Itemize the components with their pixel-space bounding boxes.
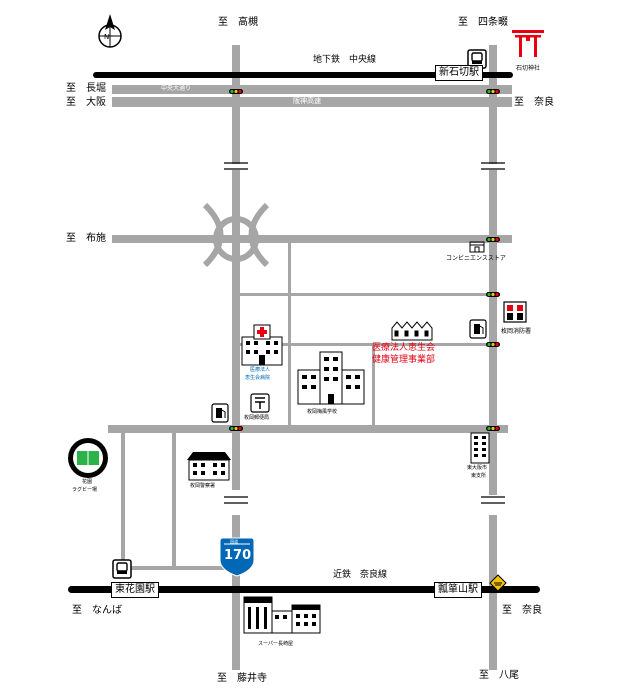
city-office-icon xyxy=(470,432,490,464)
label-supermarket: スーパー長崎屋 xyxy=(258,641,293,647)
label-city-office-line2: 東支所 xyxy=(471,473,487,479)
railway-kintetsu-nara xyxy=(68,586,540,593)
road-thin-1 xyxy=(240,293,500,296)
label-rugby-line1: 花園 xyxy=(82,479,93,485)
label-school: 枚岡梅風学校 xyxy=(307,409,338,415)
direction-fujiidera: 至 藤井寺 xyxy=(217,673,267,684)
station-higashi-hanazono: 東花園駅 xyxy=(111,582,159,598)
road-thin-2 xyxy=(240,343,490,346)
roads xyxy=(108,45,512,670)
road-chuo-odori xyxy=(112,85,512,94)
direction-fuse: 至 布施 xyxy=(66,233,106,244)
label-post-office: 枚岡郵便局 xyxy=(244,415,270,421)
hospital-icon xyxy=(241,324,283,366)
direction-shijonawate: 至 四条畷 xyxy=(458,17,508,28)
road-west-h xyxy=(121,566,234,570)
direction-osaka: 至 大阪 xyxy=(66,97,106,108)
direction-nagahori: 至 長堀 xyxy=(66,83,106,94)
bus-stop-icon-south xyxy=(112,559,132,579)
road-west-v2 xyxy=(172,429,176,569)
label-rugby-line2: ラグビー場 xyxy=(72,487,98,493)
road-west-v1 xyxy=(121,429,125,569)
railways xyxy=(68,72,540,593)
railway-chuo-line xyxy=(93,72,513,78)
railway-label-chuo: 地下鉄 中央線 xyxy=(313,55,377,65)
road-label-hanshin: 阪神高速 xyxy=(293,97,321,105)
supermarket-icon xyxy=(243,596,321,634)
road-break-marks xyxy=(224,162,505,504)
compass-label: N xyxy=(104,33,110,41)
direction-takatsuki: 至 高槻 xyxy=(218,17,258,28)
post-office-icon xyxy=(250,393,270,413)
railway-label-kintetsu: 近鉄 奈良線 xyxy=(333,570,388,580)
convenience-store-icon xyxy=(469,241,485,253)
direction-yao: 至 八尾 xyxy=(479,670,519,681)
direction-namba: 至 なんば xyxy=(72,605,122,616)
road-v-left-mid xyxy=(232,170,240,490)
bus-stop-icon xyxy=(467,49,487,69)
traffic-signals xyxy=(229,89,500,431)
torii-icon xyxy=(512,30,544,57)
road-thin-v1 xyxy=(288,243,291,428)
label-convenience-store: コンビニエンスストア xyxy=(446,255,506,262)
label-target-line1: 医療法人恵生会 xyxy=(372,343,436,353)
station-hyotan-yama: 瓢箪山駅 xyxy=(434,582,482,598)
target-building-icon xyxy=(391,321,433,341)
crossing-warning-icon xyxy=(489,574,507,592)
rugby-stadium-icon xyxy=(68,438,108,478)
gas-station-icon xyxy=(469,319,487,339)
label-ishikiri-shrine: 石切神社 xyxy=(516,65,541,72)
route-sign-kanji: 国道 xyxy=(230,539,238,544)
label-hospital-line2: 恵生会病院 xyxy=(245,375,271,381)
route-170-sign-icon xyxy=(219,537,255,577)
label-target-line2: 健康管理事業部 xyxy=(372,355,436,365)
label-hospital-line1: 医療法人 xyxy=(250,367,271,373)
road-v-right-mid xyxy=(489,170,497,495)
label-fire-station: 枚岡消防署 xyxy=(501,328,532,335)
label-city-office-line1: 東大阪市 xyxy=(467,465,488,471)
road-post-office xyxy=(108,425,508,433)
route-sign-number: 170 xyxy=(224,548,252,563)
police-station-icon xyxy=(187,452,231,481)
road-fuse xyxy=(112,235,512,243)
direction-nara-bottom: 至 奈良 xyxy=(502,605,542,616)
school-icon xyxy=(297,351,365,405)
station-shin-ishikiri: 新石切駅 xyxy=(435,65,483,81)
road-label-chuo-odori: 中央大通り xyxy=(161,85,192,92)
label-police: 枚岡警察署 xyxy=(190,483,216,489)
road-thin-v2 xyxy=(372,343,375,428)
gas-station-icon-2 xyxy=(211,403,229,423)
direction-nara-top: 至 奈良 xyxy=(514,97,554,108)
interchange xyxy=(202,202,270,268)
compass-icon xyxy=(98,14,122,48)
fire-station-icon xyxy=(503,301,527,323)
road-hanshin-expressway xyxy=(112,97,512,107)
